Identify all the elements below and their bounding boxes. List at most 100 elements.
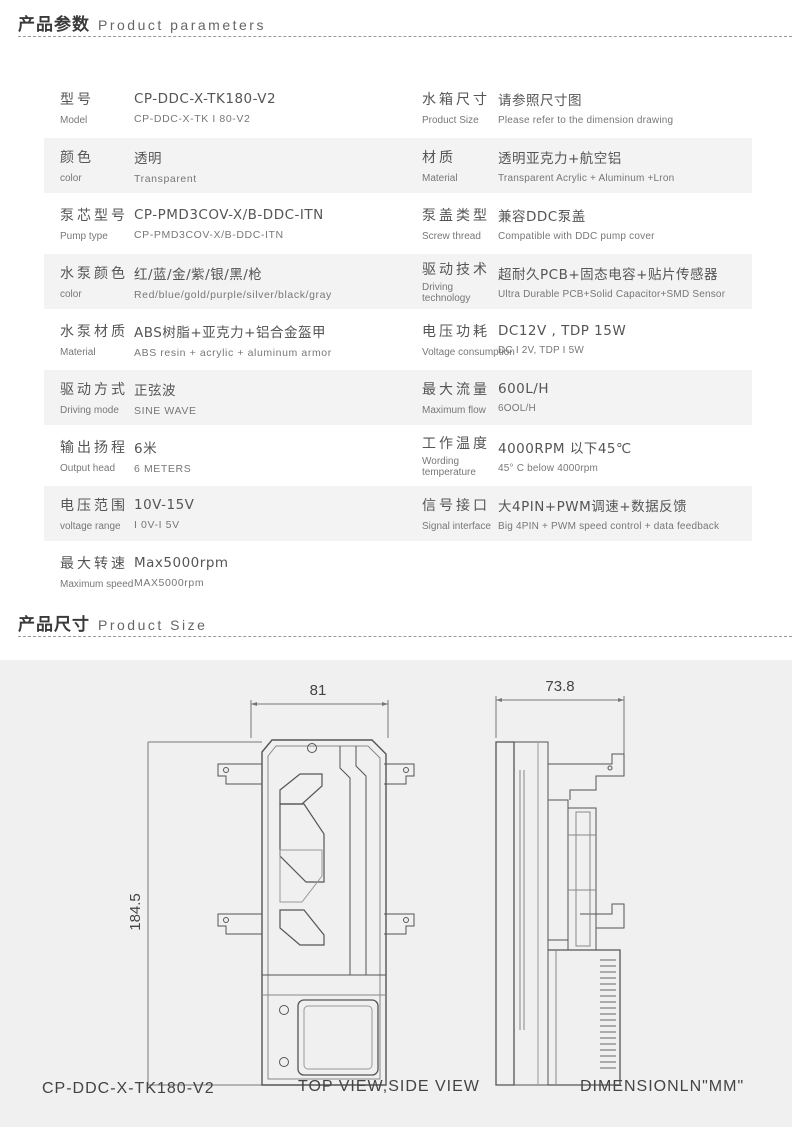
param-value-main: 请参照尺寸图 [498,93,582,109]
param-label-en: Screw thread [422,231,481,242]
params-header-cn: 产品参数 [18,15,90,35]
param-label-cn: 型号 [60,92,94,108]
param-label-en: Output head [60,463,116,474]
param-value-sub: Compatible with DDC pump cover [498,231,655,242]
param-label-cn: 输出扬程 [60,440,128,456]
param-value-main: CP-PMD3COV-X/B-DDC-ITN [134,206,324,223]
param-value-sub: ABS resin + acrylic + aluminum armor [134,346,332,359]
param-label: 水箱尺寸 Product Size [408,80,498,135]
param-label-cn: 泵芯型号 [60,208,128,224]
param-label-en: Voltage consumption [422,347,515,358]
model-label: CP-DDC-X-TK180-V2 [42,1080,215,1097]
param-value-main: 大4PIN+PWM调速+数据反馈 [498,499,688,515]
param-label-en: Driving mode [60,405,119,416]
param-label: 水泵颜色 color [44,254,134,309]
param-label-cn: 电压范围 [60,498,128,514]
param-value-main: 6米 [134,440,158,457]
param-label-cn: 驱动技术 [422,262,490,278]
param-value: 请参照尺寸图 Please refer to the dimension draw… [498,80,673,135]
param-label: 泵芯型号 Pump type [44,196,134,251]
param-label-cn: 电压功耗 [422,324,490,340]
param-cell-left: 水泵材质 Material ABS树脂+亚克力+铝合金盔甲 ABS resin + a… [44,312,408,367]
view-label: TOP VIEW,SIDE VIEW [298,1078,480,1095]
param-label-cn: 最大流量 [422,382,490,398]
param-value-sub: CP-DDC-X-TK I 80-V2 [134,112,251,125]
param-value-main: ABS树脂+亚克力+铝合金盔甲 [134,324,326,341]
param-value-main: 10V-15V [134,496,195,513]
size-header: 产品尺寸 Product Size [18,610,208,635]
param-label-en: Material [60,347,96,358]
param-value-main: 正弦波 [134,382,176,399]
param-value-main: 兼容DDC泵盖 [498,209,586,225]
params-divider [18,36,792,37]
param-label-cn: 水泵颜色 [60,266,128,282]
unit-label: DIMENSIONLN"MM" [580,1078,745,1095]
param-cell-left: 输出扬程 Output head 6米 6 METERS [44,428,408,483]
param-value: CP-PMD3COV-X/B-DDC-ITN CP-PMD3COV-X/B-DDC… [134,196,324,251]
param-value-main: 红/蓝/金/紫/银/黑/枪 [134,266,263,283]
param-label-cn: 工作温度 [422,436,490,452]
param-label: 驱动方式 Driving mode [44,370,134,425]
top-view [147,700,415,1086]
param-label-en: color [60,173,82,184]
param-label-cn: 最大转速 [60,556,128,572]
param-label: 输出扬程 Output head [44,428,134,483]
param-label-en: Signal interface [422,521,491,532]
param-value-sub: Please refer to the dimension drawing [498,115,674,126]
param-label-en: Pump type [60,231,108,242]
param-cell-right: 水箱尺寸 Product Size 请参照尺寸图 Please refer to th… [408,80,752,135]
param-value-sub: Transparent [134,172,197,185]
param-label-en: Product Size [422,115,479,126]
param-value-sub: Big 4PIN + PWM speed control + data feed… [498,521,720,532]
param-label-en: color [60,289,82,300]
param-value-sub: CP-PMD3COV-X/B-DDC-ITN [134,228,284,241]
param-value-main: Max5000rpm [134,554,229,571]
param-label-cn: 颜色 [60,150,94,166]
param-label-cn: 水箱尺寸 [422,92,490,108]
param-value-sub: DC I 2V, TDP I 5W [498,345,585,356]
param-value-sub: MAX5000rpm [134,576,205,589]
param-value-main: CP-DDC-X-TK180-V2 [134,90,277,107]
param-label-en: Material [422,173,458,184]
size-header-en: Product Size [98,617,208,633]
param-row: 水泵材质 Material ABS树脂+亚克力+铝合金盔甲 ABS resin + a… [44,312,752,367]
size-divider [18,636,792,637]
param-value: 6米 6 METERS [134,428,191,483]
param-value-sub: 6 METERS [134,462,192,475]
param-label-cn: 泵盖类型 [422,208,490,224]
param-label: 泵盖类型 Screw thread [408,196,498,251]
param-value-main: 4000RPM 以下45℃ [498,441,632,457]
param-label-cn: 驱动方式 [60,382,128,398]
dim-height: 184.5 [127,893,144,931]
param-label-cn: 水泵材质 [60,324,128,340]
param-value-sub: 6OOL/H [498,403,536,414]
param-value: 兼容DDC泵盖 Compatible with DDC pump cover [498,196,655,251]
